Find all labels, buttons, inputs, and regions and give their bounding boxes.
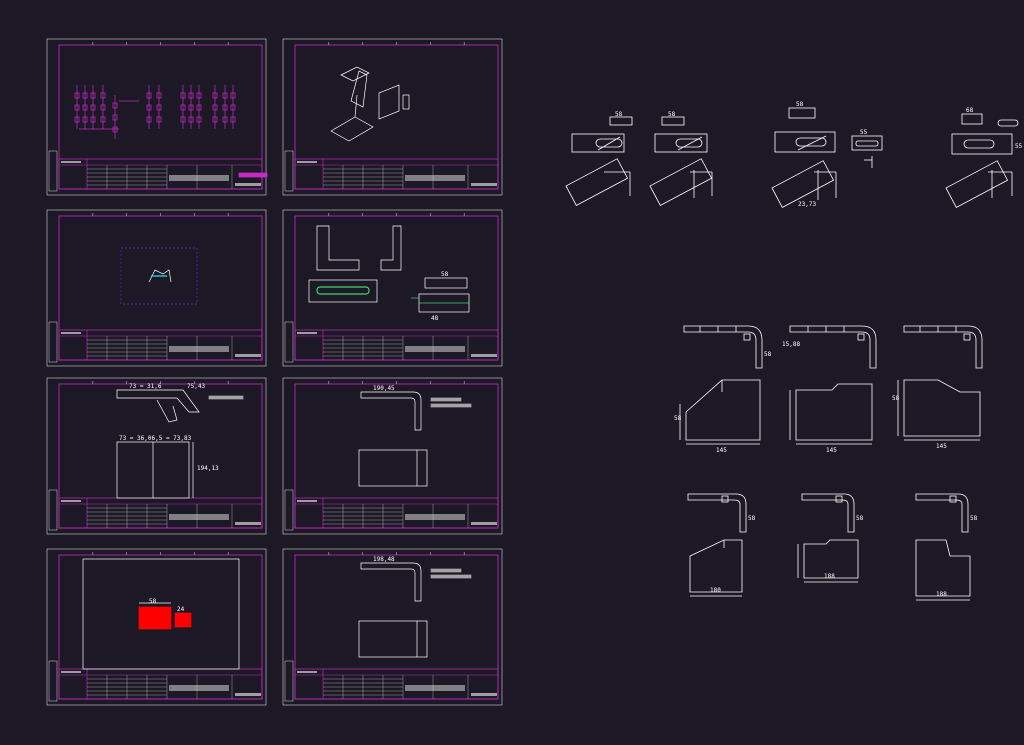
drawing-sheet-5[interactable]: 73 = 31,6 75,43 73 = 36,06,5 = 73,83 194,13	[46, 377, 267, 535]
title-block	[294, 668, 499, 700]
profile-dim-3: 145	[716, 447, 727, 454]
sheet-content-isometric-assembly	[330, 66, 410, 142]
sheet-content-profile-elevation	[116, 389, 244, 499]
title-block	[294, 158, 499, 190]
sheet-dimension-label: 58	[441, 271, 449, 278]
drawing-sheet-2[interactable]	[282, 38, 503, 196]
slot-dim-4: 55	[860, 129, 868, 136]
small-dim-6: 188	[936, 591, 947, 598]
sheet-content-red-highlight-plan	[82, 558, 240, 670]
sheet-dimension-label: 190,45	[373, 385, 395, 392]
drawing-sheet-8[interactable]: 198,48	[282, 548, 503, 706]
slot-dim-6: 55	[1015, 143, 1023, 150]
drawing-sheet-3[interactable]	[46, 209, 267, 367]
margin-stamp	[284, 660, 294, 702]
small-profile-2[interactable]	[797, 493, 859, 583]
profile-dim-1: 58	[764, 351, 772, 358]
profile-dim-5: 145	[936, 443, 947, 450]
profile-dim-2: 58	[674, 415, 682, 422]
drawing-sheet-7[interactable]: 58 24	[46, 548, 267, 706]
slot-dim-extra: 23,73	[798, 201, 816, 208]
sheet-dimension-label: 73 = 36,06,5 = 73,83	[119, 435, 192, 442]
drawing-sheet-1[interactable]	[46, 38, 268, 196]
profile-dim-4: 145	[826, 447, 837, 454]
title-block	[58, 329, 263, 361]
sheet-border	[282, 377, 503, 535]
small-dim-3: 58	[970, 515, 978, 522]
sheet-dimension-label: 24	[177, 606, 185, 613]
profile-detail-1[interactable]	[679, 325, 763, 445]
sheet-content-l-bracket-views	[308, 225, 470, 313]
title-block	[58, 158, 263, 190]
small-profile-group	[687, 493, 971, 601]
sheet-dimension-label: 194,13	[197, 465, 219, 472]
small-profile-3[interactable]	[915, 493, 971, 601]
sheet-dimension-label: 198,48	[373, 556, 395, 563]
margin-stamp	[284, 321, 294, 363]
drawing-sheet-4[interactable]: 58 48	[282, 209, 503, 367]
sheet-content-section-detail	[120, 247, 198, 305]
sheet-border	[282, 38, 503, 196]
profile-details-group	[679, 325, 983, 445]
profile-dim-7: 58	[892, 395, 900, 402]
slot-dim-2: 58	[668, 111, 676, 118]
sheet-dimension-label: 58	[149, 598, 157, 605]
sheet-border	[282, 548, 503, 706]
drawing-sheets: 58 48 73 = 31,6 75,43 73 = 36,06,5 = 73,83 19…	[46, 38, 503, 706]
margin-stamp	[284, 489, 294, 531]
small-profile-dimension-labels: 58 58 58 180 188 188	[710, 515, 978, 598]
profile-detail-2[interactable]	[789, 325, 877, 445]
title-block	[294, 329, 499, 361]
slot-detail-3[interactable]	[771, 107, 883, 208]
title-block	[294, 497, 499, 529]
slot-dim-5: 68	[966, 107, 974, 114]
small-dim-1: 58	[748, 515, 756, 522]
sheet-dimension-label: 75,43	[187, 383, 205, 390]
sheet-border	[46, 38, 267, 196]
drawing-sheet-6[interactable]: 190,45	[282, 377, 503, 535]
margin-stamp	[48, 660, 58, 702]
sheet-content-electrical-schematic	[74, 85, 268, 178]
margin-stamp	[48, 321, 58, 363]
slot-dim-3: 58	[796, 101, 804, 108]
small-dim-5: 188	[824, 573, 835, 580]
profile-dim-6: 15,88	[782, 341, 800, 348]
sheet-border	[46, 377, 267, 535]
sheet-dimension-label: 73 = 31,6	[129, 383, 162, 390]
margin-stamp	[48, 489, 58, 531]
slot-details-group	[565, 107, 1019, 208]
slot-detail-2[interactable]	[649, 116, 713, 206]
slot-detail-1[interactable]	[565, 116, 633, 206]
profile-dimension-labels: 58 58 145 145 145 15,88 58	[674, 341, 947, 454]
sheet-dimension-label: 48	[431, 315, 439, 322]
margin-stamp	[284, 150, 294, 192]
slot-detail-4[interactable]	[945, 113, 1019, 208]
sheet-content-bend-profile	[358, 562, 472, 658]
margin-stamp	[48, 150, 58, 192]
small-dim-2: 58	[856, 515, 864, 522]
small-dim-4: 180	[710, 587, 721, 594]
sheet-border	[46, 548, 267, 706]
sheet-border	[282, 209, 503, 367]
small-profile-1[interactable]	[687, 493, 747, 597]
slot-dimension-labels: 58 58 58 55 68 55 23,73	[615, 101, 1023, 208]
slot-dim-1: 58	[615, 111, 623, 118]
sheet-content-bend-profile	[358, 391, 472, 487]
sheet-border	[46, 209, 267, 367]
profile-detail-3[interactable]	[897, 325, 983, 441]
